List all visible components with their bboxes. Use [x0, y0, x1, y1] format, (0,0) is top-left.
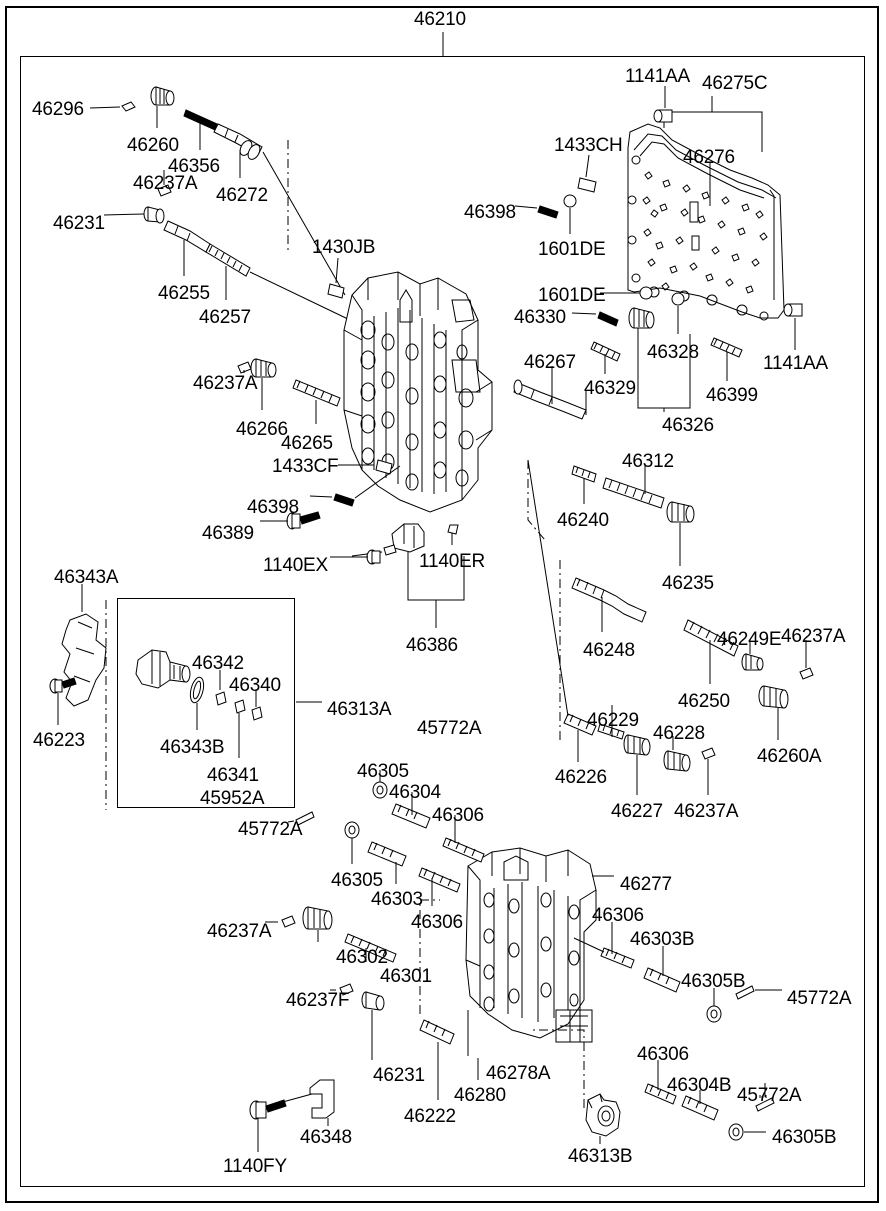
label-46302: 46302	[336, 947, 388, 968]
label-46313A: 46313A	[327, 699, 392, 720]
label-45772A-1: 45772A	[417, 718, 482, 739]
label-46326: 46326	[662, 415, 714, 436]
inset-subassembly-box	[117, 598, 295, 808]
label-45772A-2: 45772A	[238, 819, 303, 840]
label-46306-2: 46306	[411, 912, 463, 933]
label-46398-1: 46398	[464, 202, 516, 223]
label-46250: 46250	[678, 691, 730, 712]
label-46222: 46222	[404, 1106, 456, 1127]
label-46229: 46229	[587, 710, 639, 731]
label-1601DE-2: 1601DE	[538, 285, 606, 306]
label-46301: 46301	[380, 966, 432, 987]
title-part-number: 46210	[414, 9, 466, 30]
label-1141AA-1: 1141AA	[625, 66, 691, 87]
label-45772A-4: 45772A	[737, 1085, 802, 1106]
label-46330: 46330	[514, 307, 566, 328]
label-46343B: 46343B	[160, 737, 225, 758]
label-46303B: 46303B	[630, 929, 695, 950]
label-46304B: 46304B	[667, 1075, 732, 1096]
label-46399: 46399	[706, 385, 758, 406]
label-46305-2: 46305	[331, 870, 383, 891]
label-46305-1: 46305	[357, 761, 409, 782]
label-46235: 46235	[662, 573, 714, 594]
label-46248: 46248	[583, 640, 635, 661]
label-46329: 46329	[584, 378, 636, 399]
label-46231-2: 46231	[373, 1065, 425, 1086]
label-46341: 46341	[207, 765, 259, 786]
label-46342: 46342	[192, 653, 244, 674]
label-1433CF: 1433CF	[272, 456, 339, 477]
label-46398-2: 46398	[247, 497, 299, 518]
label-46272: 46272	[216, 185, 268, 206]
label-1140EX: 1140EX	[263, 555, 329, 576]
label-46275C: 46275C	[702, 73, 768, 94]
label-46343A: 46343A	[54, 567, 119, 588]
label-46237A-4: 46237A	[674, 801, 739, 822]
label-46255: 46255	[158, 283, 210, 304]
label-46280: 46280	[454, 1085, 506, 1106]
outer-frame-border	[5, 6, 879, 1203]
label-46328: 46328	[647, 342, 699, 363]
label-1601DE-1: 1601DE	[538, 239, 606, 260]
label-46313B: 46313B	[568, 1146, 633, 1167]
label-46348: 46348	[300, 1127, 352, 1148]
label-1141AA-2: 1141AA	[763, 353, 829, 374]
label-46227: 46227	[611, 801, 663, 822]
label-46265: 46265	[281, 433, 333, 454]
label-46237A-5: 46237A	[207, 921, 272, 942]
label-46277: 46277	[620, 874, 672, 895]
label-46249E: 46249E	[717, 629, 782, 650]
label-46305B-1: 46305B	[681, 971, 746, 992]
label-46278A: 46278A	[486, 1063, 551, 1084]
label-46305B-2: 46305B	[772, 1127, 837, 1148]
label-1140FY: 1140FY	[223, 1156, 287, 1177]
label-46267: 46267	[524, 352, 576, 373]
label-46306-1: 46306	[432, 805, 484, 826]
label-46306-3: 46306	[592, 905, 644, 926]
label-46237A-2: 46237A	[193, 373, 258, 394]
label-46237F: 46237F	[286, 990, 350, 1011]
label-46240: 46240	[557, 510, 609, 531]
label-1140ER: 1140ER	[419, 551, 486, 572]
label-46226: 46226	[555, 767, 607, 788]
label-46304: 46304	[389, 782, 441, 803]
label-46386: 46386	[406, 635, 458, 656]
label-46356: 46356	[168, 156, 220, 177]
label-46231-1: 46231	[53, 213, 105, 234]
label-46303: 46303	[371, 889, 423, 910]
label-46260A: 46260A	[757, 746, 822, 767]
inner-diagram-border	[20, 56, 865, 1187]
label-46296: 46296	[32, 99, 84, 120]
label-46223: 46223	[33, 730, 85, 751]
label-46266: 46266	[236, 419, 288, 440]
label-45952A: 45952A	[200, 788, 265, 809]
label-46312: 46312	[622, 451, 674, 472]
label-46306-4: 46306	[637, 1044, 689, 1065]
label-46260: 46260	[127, 135, 179, 156]
label-46276: 46276	[683, 147, 735, 168]
label-46340: 46340	[229, 675, 281, 696]
label-45772A-3: 45772A	[787, 988, 852, 1009]
label-46237A-1: 46237A	[133, 173, 198, 194]
label-1433CH: 1433CH	[554, 135, 623, 156]
label-46389: 46389	[202, 523, 254, 544]
label-46228: 46228	[653, 723, 705, 744]
label-1430JB: 1430JB	[312, 237, 376, 258]
label-46237A-3: 46237A	[781, 626, 846, 647]
label-46257: 46257	[199, 307, 251, 328]
